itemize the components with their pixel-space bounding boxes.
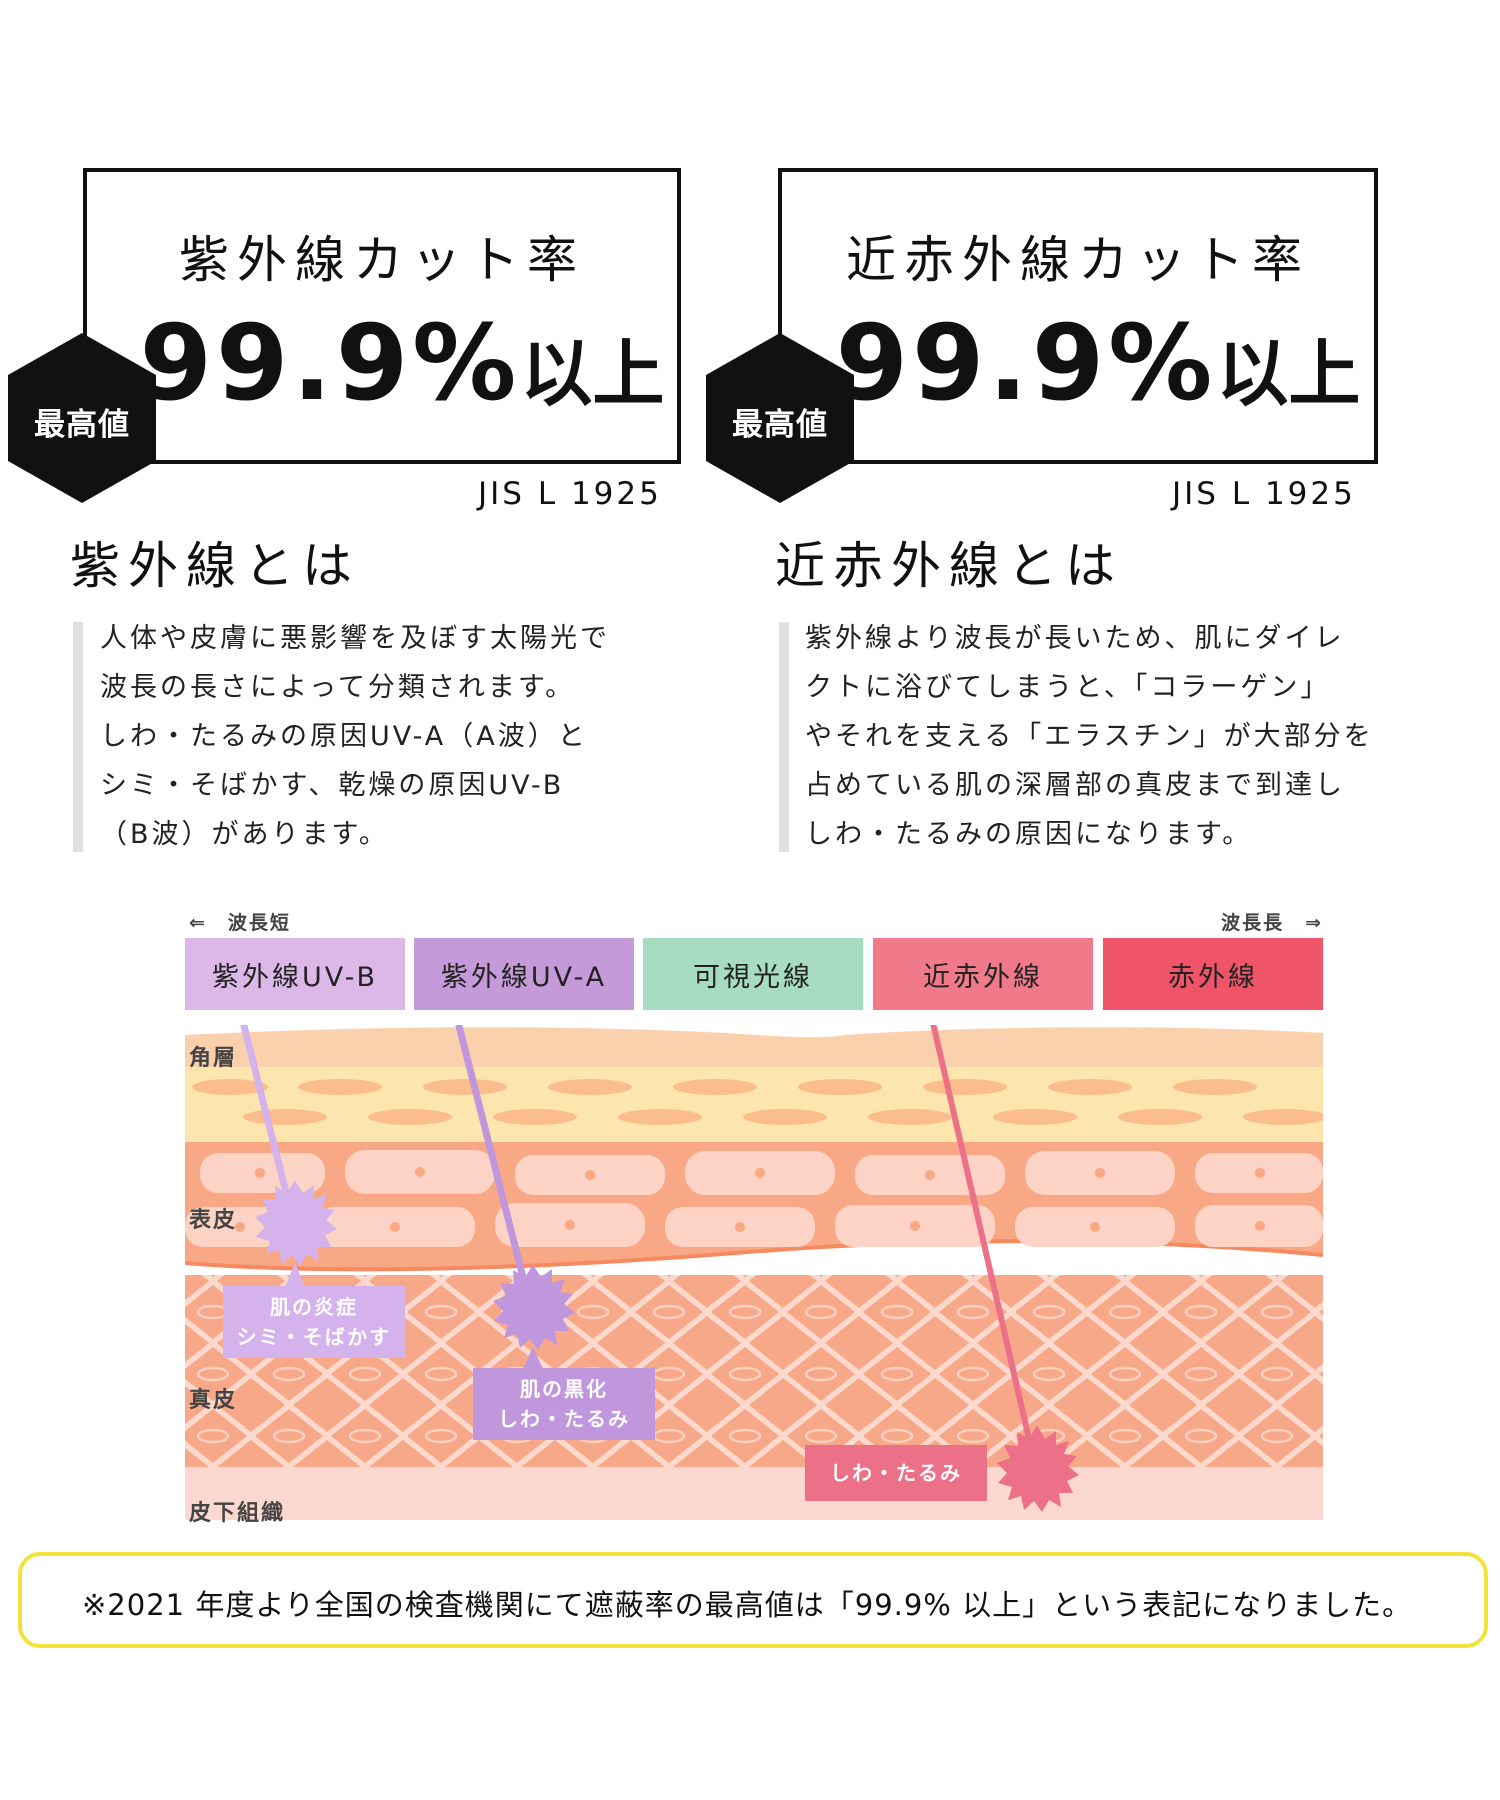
layer-label-subcutis: 皮下組織 [189, 1501, 286, 1526]
effect-line: しわ・たるみ [498, 1407, 630, 1431]
uv-cut-rate-title: 紫外線カット率 [179, 231, 585, 289]
wavelength-long-label: 波長長 ⇒ [1221, 912, 1323, 934]
nir-body-line: やそれを支える「エラスチン」が大部分を [805, 721, 1374, 752]
uv-body-line: 人体や皮膚に悪影響を及ぼす太陽光で [100, 623, 610, 654]
band-uvb: 紫外線UV-B [185, 938, 405, 1010]
band-near-infrared: 近赤外線 [873, 938, 1093, 1010]
footer-note-box: ※2021 年度より全国の検査機関にて遮蔽率の最高値は「99.9% 以上」という… [18, 1552, 1488, 1648]
nir-body-line: 紫外線より波長が長いため、肌にダイレ [805, 623, 1345, 654]
badge-label: 最高値 [732, 407, 828, 443]
uv-heading: 紫外線とは [70, 537, 360, 595]
layer-label-stratum-corneum: 角層 [189, 1046, 238, 1071]
nir-heading: 近赤外線とは [775, 537, 1123, 595]
uv-body-line: シミ・そばかす、乾燥の原因UV-B [100, 770, 565, 801]
uv-cut-rate-number: 99.9% [139, 302, 521, 424]
nir-standard-label: JIS L 1925 [1172, 476, 1356, 512]
uv-body-line: （B波）があります。 [100, 819, 389, 850]
uva-impact-burst-icon [493, 1265, 575, 1350]
nir-effect-callout: しわ・たるみ [805, 1445, 987, 1501]
effect-line: しわ・たるみ [830, 1461, 962, 1485]
uvb-impact-burst-icon [255, 1181, 337, 1266]
uvb-effect-callout: 肌の炎症 シミ・そばかす [223, 1286, 405, 1358]
nir-cut-rate-box: 近赤外線カット率 99.9%以上 [778, 168, 1378, 464]
wavelength-short-label: ⇐ 波長短 [189, 912, 291, 934]
uva-effect-callout: 肌の黒化 しわ・たるみ [473, 1368, 655, 1440]
layer-label-dermis: 真皮 [189, 1388, 238, 1413]
effect-line: 肌の炎症 [270, 1295, 358, 1319]
uv-body-line: しわ・たるみの原因UV-A（A波）と [100, 721, 588, 752]
footer-note-text: ※2021 年度より全国の検査機関にて遮蔽率の最高値は「99.9% 以上」という… [82, 1588, 1413, 1622]
nir-cut-rate-title: 近赤外線カット率 [846, 231, 1310, 289]
hexagon-badge-icon [8, 333, 156, 503]
skin-layers-illustration [185, 1025, 1323, 1520]
hexagon-badge-icon [706, 333, 854, 503]
nir-body-text: 紫外線より波長が長いため、肌にダイレ クトに浴びてしまうと、「コラーゲン」 やそ… [805, 614, 1374, 859]
effect-line: 肌の黒化 [520, 1377, 608, 1401]
uv-cut-rate-box: 紫外線カット率 99.9%以上 [83, 168, 681, 464]
band-uva: 紫外線UV-A [414, 938, 634, 1010]
band-visible: 可視光線 [643, 938, 863, 1010]
effect-line: シミ・そばかす [236, 1325, 392, 1349]
skin-penetration-diagram: ⇐ 波長短 波長長 ⇒ 紫外線UV-B 紫外線UV-A 可視光線 近赤外線 赤外… [185, 900, 1323, 1526]
uv-cut-rate-suffix: 以上 [520, 332, 665, 416]
layer-label-epidermis: 表皮 [189, 1208, 238, 1233]
uv-body-accent-bar [73, 622, 83, 852]
nir-body-accent-bar [779, 622, 789, 852]
badge-label: 最高値 [34, 407, 130, 443]
uv-body-text: 人体や皮膚に悪影響を及ぼす太陽光で 波長の長さによって分類されます。 しわ・たる… [100, 614, 610, 859]
nir-body-line: しわ・たるみの原因になります。 [805, 819, 1253, 850]
nir-cut-rate-value: 99.9%以上 [782, 302, 1374, 424]
nir-max-value-badge: 最高値 [706, 333, 854, 503]
nir-cut-rate-number: 99.9% [835, 302, 1217, 424]
nir-cut-rate-suffix: 以上 [1216, 332, 1361, 416]
uv-standard-label: JIS L 1925 [478, 476, 662, 512]
nir-body-line: クトに浴びてしまうと、「コラーゲン」 [805, 672, 1331, 703]
uv-cut-rate-value: 99.9%以上 [87, 302, 677, 424]
band-infrared: 赤外線 [1103, 938, 1323, 1010]
uv-max-value-badge: 最高値 [8, 333, 156, 503]
uv-body-line: 波長の長さによって分類されます。 [100, 672, 576, 703]
nir-body-line: 占めている肌の深層部の真皮まで到達し [805, 770, 1345, 801]
nir-impact-burst-icon [997, 1425, 1079, 1512]
